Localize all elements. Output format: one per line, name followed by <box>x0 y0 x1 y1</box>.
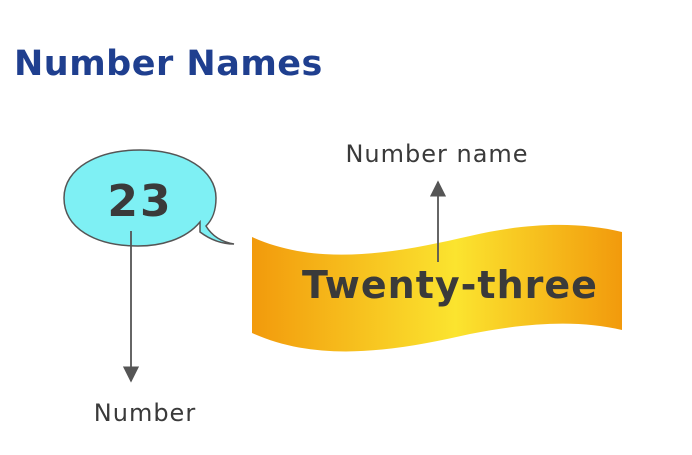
number-name-label: Number name <box>345 140 528 168</box>
page-title: Number Names <box>14 44 323 84</box>
speech-bubble <box>63 149 235 247</box>
number-name-value: Twenty-three <box>302 263 598 307</box>
number-label: Number <box>94 399 196 427</box>
ribbon-banner <box>252 224 622 352</box>
number-value: 23 <box>107 176 172 227</box>
